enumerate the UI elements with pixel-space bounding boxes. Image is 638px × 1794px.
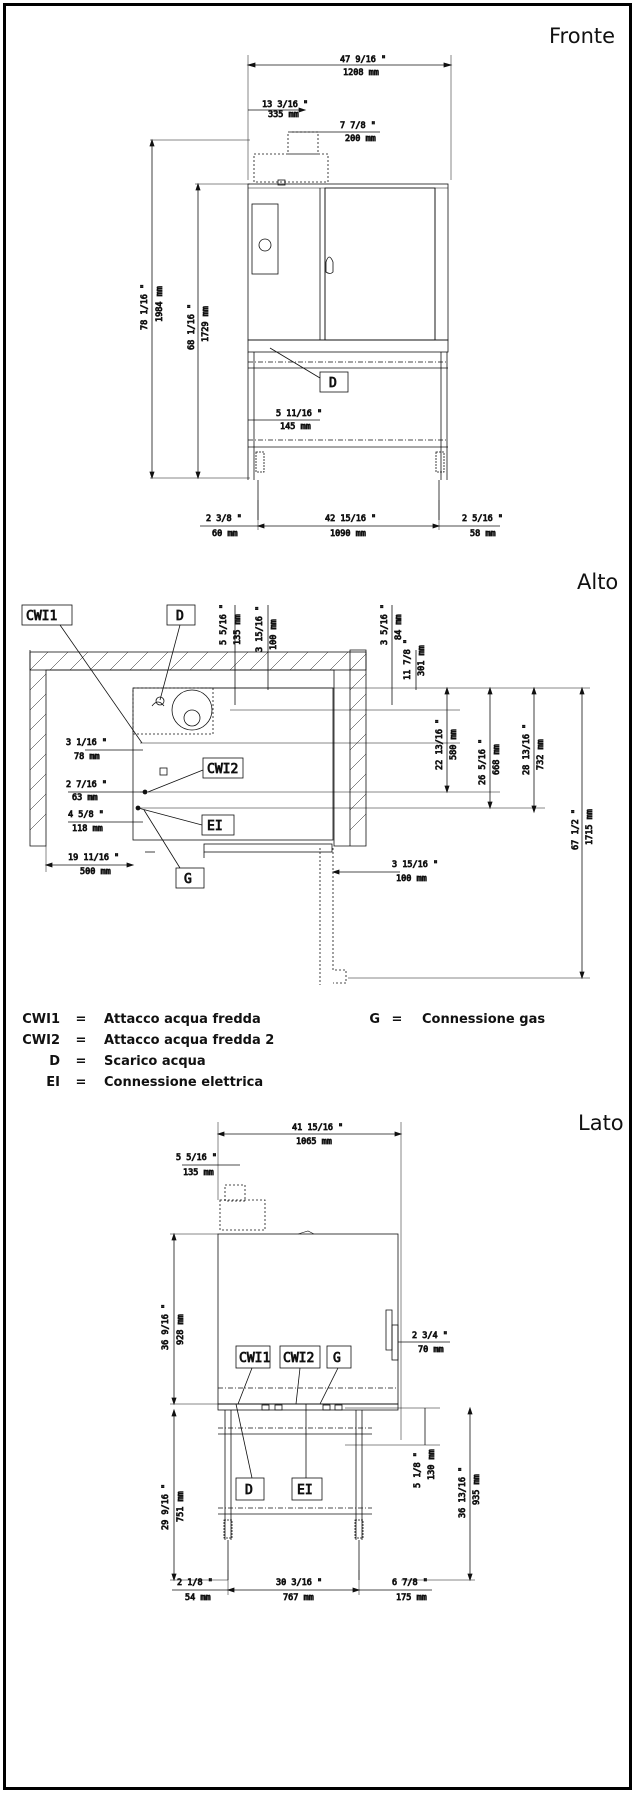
tag-top-ei: EI: [207, 819, 223, 834]
dim-top-d2-mm: 100 mm: [269, 619, 279, 650]
dim-front-width-in: 47 9/16 ": [340, 55, 386, 65]
dim-side-handle-in: 2 3/4 ": [412, 1331, 448, 1341]
dim-side-rear-in: 6 7/8 ": [392, 1578, 428, 1588]
dim-top-d4-in: 11 7/8 ": [403, 639, 413, 680]
dim-top-d7-in: 28 13/16 ": [522, 724, 532, 775]
dim-top-d3-in: 3 5/16 ": [380, 604, 390, 645]
dim-total-height-mm: 1984 mm: [155, 286, 165, 322]
title-top: Alto: [577, 570, 619, 594]
dim-side-rear-mm: 175 mm: [396, 1593, 427, 1603]
dim-flue-width-in: 7 7/8 ": [340, 121, 376, 131]
title-side: Lato: [578, 1111, 624, 1135]
dim-top-cwi1-off-mm: 78 mm: [74, 752, 100, 762]
top-view: CWI1 D CWI2 EI G 5 5/16 " 135 mm 3 15/16…: [21, 604, 595, 985]
dim-side-total-h-in: 36 13/16 ": [458, 1467, 468, 1518]
dim-top-ei-off-in: 4 5/8 ": [68, 810, 104, 820]
tag-top-cwi1: CWI1: [26, 609, 57, 624]
dim-side-span-in: 30 3/16 ": [276, 1578, 322, 1588]
dim-side-body-h-in: 36 9/16 ": [161, 1304, 171, 1350]
dim-top-left-mm: 500 mm: [80, 867, 111, 877]
tag-side-d: D: [245, 1483, 253, 1498]
dim-top-d4-mm: 301 mm: [417, 645, 427, 676]
dim-top-door-in: 3 15/16 ": [392, 860, 438, 870]
dim-side-span-mm: 767 mm: [283, 1593, 314, 1603]
dim-side-handle-mm: 70 mm: [418, 1345, 444, 1355]
dim-feet-span-mm: 1090 mm: [330, 529, 366, 539]
dim-side-stand-h-mm: 751 mm: [176, 1491, 186, 1522]
dim-total-height-in: 78 1/16 ": [140, 284, 150, 330]
tag-side-cwi1: CWI1: [239, 1351, 270, 1366]
tag-side-cwi2: CWI2: [283, 1351, 314, 1366]
dim-top-d2-in: 3 15/16 ": [255, 606, 265, 652]
dim-side-total-h-mm: 935 mm: [472, 1474, 482, 1505]
tag-top-d: D: [176, 609, 184, 624]
tag-front-d: D: [329, 376, 337, 391]
tag-side-ei: EI: [297, 1483, 313, 1498]
dim-left-foot-mm: 60 mm: [212, 529, 238, 539]
dim-feet-span-in: 42 15/16 ": [325, 514, 376, 524]
dim-side-front-mm: 54 mm: [185, 1593, 211, 1603]
dim-right-foot-in: 2 5/16 ": [462, 514, 503, 524]
dim-flue-offset-mm: 335 mm: [268, 110, 299, 120]
dim-top-d6-in: 26 5/16 ": [478, 739, 488, 785]
dim-side-conn-h-in: 5 1/8 ": [413, 1452, 423, 1488]
dim-top-cwi2-off-in: 2 7/16 ": [66, 780, 107, 790]
dim-side-depth-in: 41 15/16 ": [292, 1123, 343, 1133]
dim-right-foot-mm: 58 mm: [470, 529, 496, 539]
dim-drain-offset-in: 5 11/16 ": [276, 409, 322, 419]
dim-side-front-in: 2 1/8 ": [177, 1578, 213, 1588]
dim-top-d8-in: 67 1/2 ": [571, 809, 581, 850]
dim-top-cwi1-off-in: 3 1/16 ": [66, 738, 107, 748]
dim-top-left-in: 19 11/16 ": [68, 853, 119, 863]
dim-flue-width-mm: 200 mm: [345, 134, 376, 144]
dim-flue-offset-in: 13 3/16 ": [262, 100, 308, 110]
dim-front-width-mm: 1208 mm: [343, 68, 379, 78]
dim-top-d7-mm: 732 mm: [536, 739, 546, 770]
dim-top-d3-mm: 84 mm: [394, 614, 404, 640]
title-front: Fronte: [549, 24, 616, 48]
dim-top-door-mm: 100 mm: [396, 874, 427, 884]
dim-side-conn-h-mm: 130 mm: [427, 1449, 437, 1480]
tag-top-cwi2: CWI2: [207, 762, 238, 777]
dim-side-stand-h-in: 29 9/16 ": [161, 1484, 171, 1530]
sheet-border: [3, 3, 632, 1790]
dim-drain-offset-mm: 145 mm: [280, 422, 311, 432]
dim-left-foot-in: 2 3/8 ": [206, 514, 242, 524]
tag-top-g: G: [184, 872, 192, 887]
side-view: 41 15/16 " 1065 mm 5 5/16 " 135 mm 2 3/4…: [161, 1122, 482, 1603]
dim-top-d5-mm: 580 mm: [449, 729, 459, 760]
dim-side-flue-mm: 135 mm: [183, 1168, 214, 1178]
dim-side-body-h-mm: 928 mm: [176, 1314, 186, 1345]
front-view: 47 9/16 " 1208 mm 13 3/16 " 335 mm 7 7/8…: [140, 55, 504, 540]
dim-top-d5-in: 22 13/16 ": [435, 719, 445, 770]
tag-side-g: G: [333, 1351, 341, 1366]
dim-body-height-in: 68 1/16 ": [187, 304, 197, 350]
dim-top-ei-off-mm: 118 mm: [72, 824, 103, 834]
dim-top-d8-mm: 1715 mm: [585, 809, 595, 845]
dim-top-cwi2-off-mm: 63 mm: [72, 793, 98, 803]
dim-top-d6-mm: 668 mm: [492, 744, 502, 775]
dim-body-height-mm: 1729 mm: [201, 306, 211, 342]
dim-top-d1-mm: 135 mm: [233, 614, 243, 645]
dim-side-depth-mm: 1065 mm: [296, 1137, 332, 1147]
dim-side-flue-in: 5 5/16 ": [176, 1153, 217, 1163]
dim-top-d1-in: 5 5/16 ": [219, 604, 229, 645]
